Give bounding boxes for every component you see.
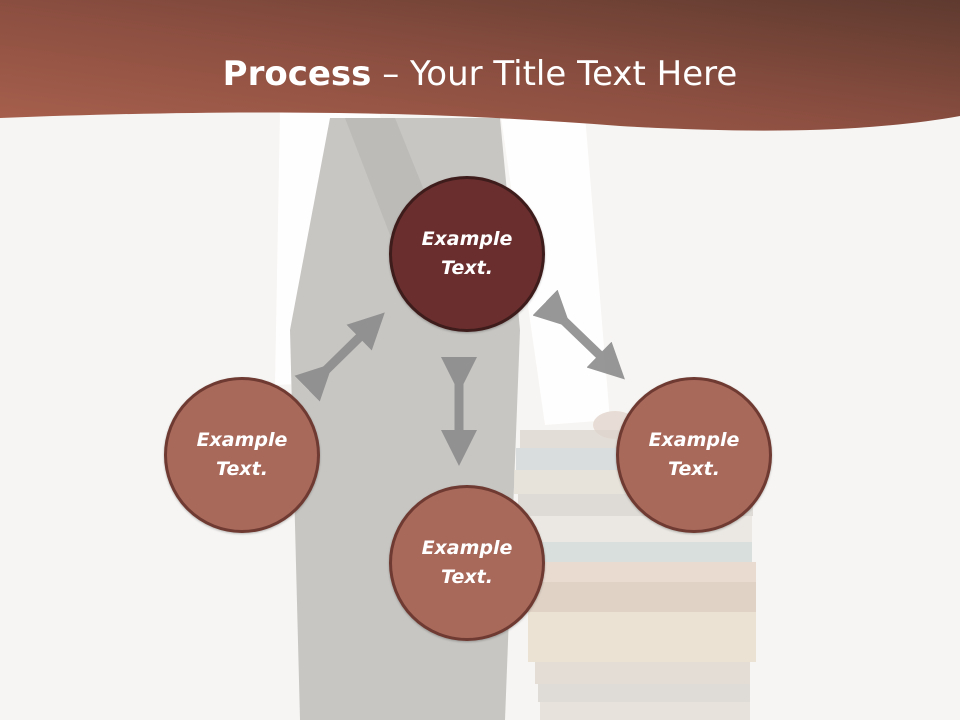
- double-arrow-icon: [294, 312, 385, 402]
- header-band: [0, 0, 960, 131]
- title-bold-word: Process: [222, 54, 372, 94]
- process-node-left: Example Text.: [164, 377, 320, 533]
- node-label: Example Text.: [196, 429, 288, 480]
- title-separator: –: [371, 54, 411, 94]
- slide-title: Process – Your Title Text Here: [0, 52, 960, 96]
- process-node-top: Example Text.: [389, 176, 545, 332]
- node-label: Example Text.: [648, 429, 740, 480]
- node-label: Example Text.: [421, 228, 513, 279]
- node-label: Example Text.: [421, 537, 513, 588]
- title-text: Your Title Text Here: [410, 54, 738, 94]
- process-node-right: Example Text.: [616, 377, 772, 533]
- double-arrow-icon: [532, 289, 625, 380]
- process-node-bottom: Example Text.: [389, 485, 545, 641]
